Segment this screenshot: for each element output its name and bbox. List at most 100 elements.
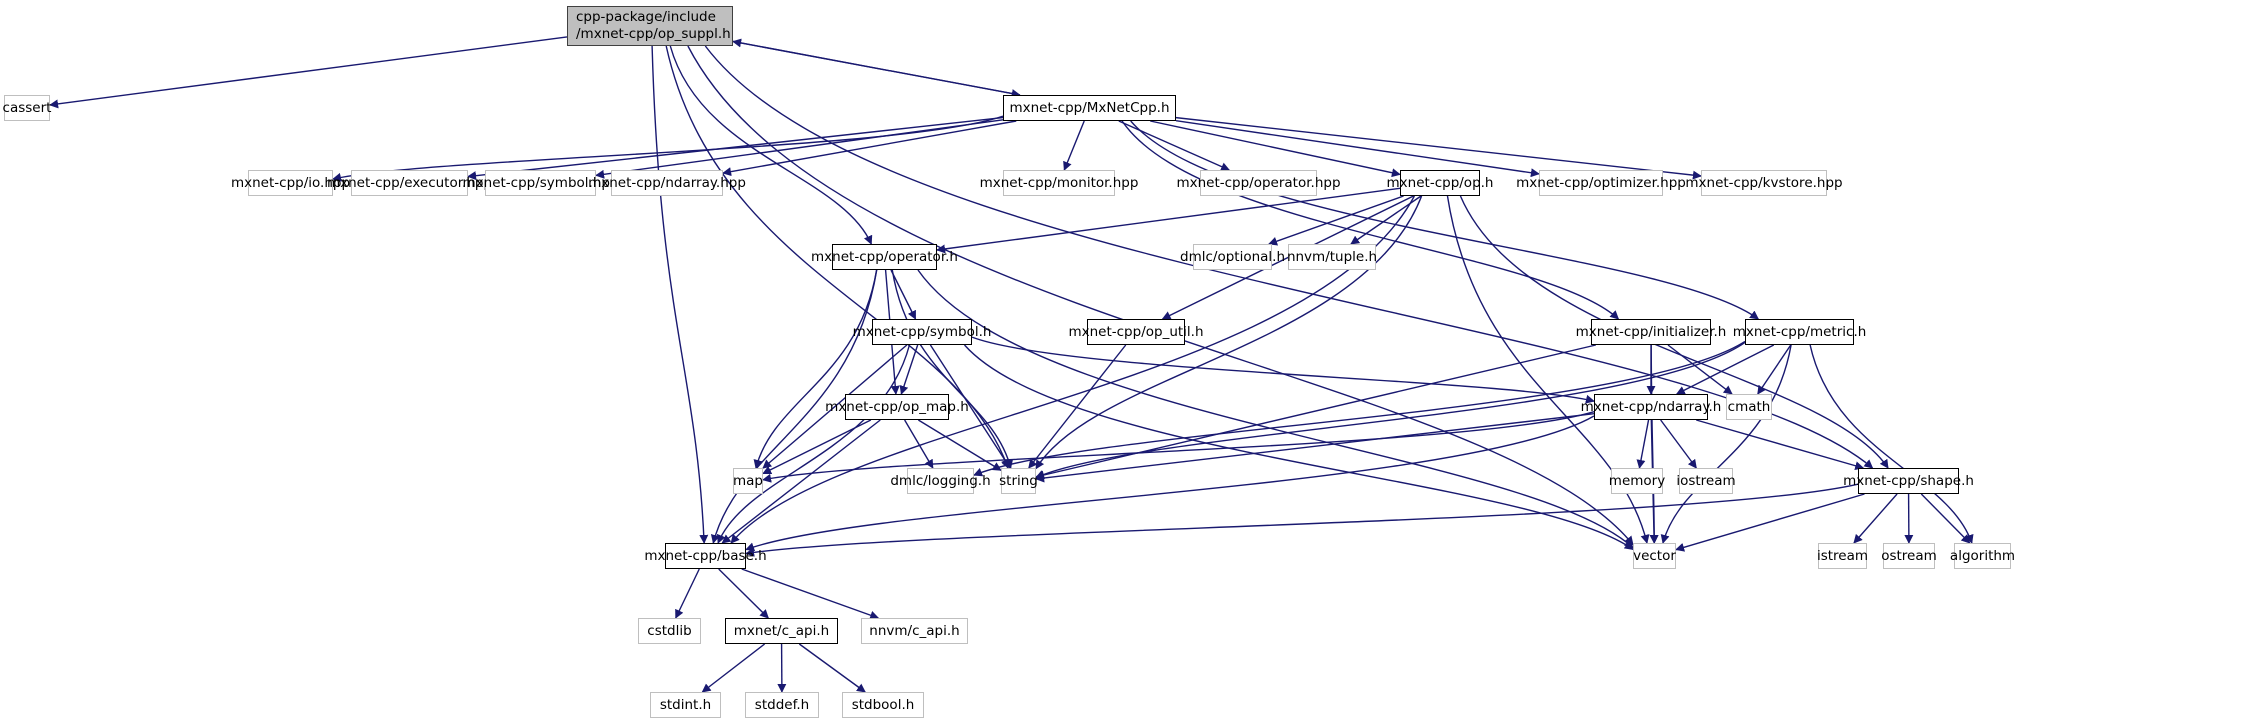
edge-op_suppl-to-base_h xyxy=(651,45,709,544)
node-base-h[interactable]: mxnet-cpp/base.h xyxy=(644,543,767,569)
node-ndarray-h[interactable]: mxnet-cpp/ndarray.h xyxy=(1581,394,1721,420)
edge-symbol_h-to-map xyxy=(762,344,908,469)
edge-base_h-to-nnvm_c_api xyxy=(741,568,880,620)
edge-op_map_h-to-base_h xyxy=(721,419,881,544)
edge-metric_h-to-cmath xyxy=(1757,344,1792,395)
edge-metric_h-to-algorithm xyxy=(1809,344,1974,544)
edge-MxNetCpp-to-symbol_hpp xyxy=(595,119,1004,179)
edge-op_h-to-shape_h xyxy=(1459,195,1889,469)
edge-MxNetCpp-to-op_h xyxy=(1150,120,1401,178)
node-kvstore-hpp[interactable]: mxnet-cpp/kvstore.hpp xyxy=(1685,170,1843,196)
node-stddef-h[interactable]: stddef.h xyxy=(745,692,819,718)
node-symbol-h[interactable]: mxnet-cpp/symbol.h xyxy=(853,319,991,345)
node-label-line-2: /mxnet-cpp/op_suppl.h xyxy=(576,26,731,42)
edge-shape_h-to-istream xyxy=(1853,493,1898,544)
node-optimizer-hpp[interactable]: mxnet-cpp/optimizer.hpp xyxy=(1516,170,1686,196)
edge-metric_h-to-ndarray_h xyxy=(1675,344,1775,395)
edge-op_util_h-to-string xyxy=(1028,344,1127,469)
node-string[interactable]: string xyxy=(999,468,1038,494)
node-cmath[interactable]: cmath xyxy=(1726,394,1772,420)
node-executor-hpp[interactable]: mxnet-cpp/executor.hpp xyxy=(327,170,492,196)
node-operator-h[interactable]: mxnet-cpp/operator.h xyxy=(811,244,958,270)
node-nnvm-tuple-h[interactable]: nnvm/tuple.h xyxy=(1287,244,1377,270)
node-io-hpp[interactable]: mxnet-cpp/io.hpp xyxy=(231,170,350,196)
edge-op_map_h-to-map xyxy=(762,419,872,475)
edge-op_map_h-to-dmlc_logging xyxy=(904,419,934,469)
node-iostream[interactable]: iostream xyxy=(1676,468,1736,494)
edge-ndarray_h-to-map xyxy=(762,411,1595,483)
edge-op_h-to-operator_h xyxy=(936,187,1401,254)
node-memory[interactable]: memory xyxy=(1609,468,1665,494)
edge-MxNetCpp-to-metric_h xyxy=(1130,120,1760,320)
edge-operator_h-to-string xyxy=(891,269,1014,469)
node-op-suppl-h[interactable]: cpp-package/include /mxnet-cpp/op_suppl.… xyxy=(567,6,733,46)
node-cstdlib[interactable]: cstdlib xyxy=(638,618,701,644)
edge-initializer_h-to-cmath xyxy=(1667,344,1733,395)
edge-base_h-to-cstdlib xyxy=(675,568,700,619)
edge-MxNetCpp-to-kvstore_hpp xyxy=(1175,116,1702,180)
edge-operator_h-to-vector xyxy=(917,269,1634,549)
edge-symbol_h-to-vector xyxy=(963,344,1634,550)
edge-MxNetCpp-to-monitor_hpp xyxy=(1063,120,1085,171)
edge-ndarray_h-to-base_h xyxy=(745,415,1595,552)
node-monitor-hpp[interactable]: mxnet-cpp/monitor.hpp xyxy=(980,170,1138,196)
edge-ndarray_h-to-memory xyxy=(1636,419,1650,469)
edge-c_api_h-to-stdbool xyxy=(798,643,866,693)
edge-op_map_h-to-string xyxy=(917,419,1002,471)
edge-symbol_h-to-base_h xyxy=(717,344,911,544)
node-metric-h[interactable]: mxnet-cpp/metric.h xyxy=(1733,319,1866,345)
edge-MxNetCpp-to-ndarray_hpp xyxy=(722,120,1017,177)
node-symbol-hpp[interactable]: mxnet-cpp/symbol.hpp xyxy=(463,170,619,196)
edge-metric_h-to-vector xyxy=(1660,344,1792,544)
node-op-h[interactable]: mxnet-cpp/op.h xyxy=(1387,170,1493,196)
node-mxnet-c-api-h[interactable]: mxnet/c_api.h xyxy=(725,618,838,644)
edge-c_api_h-to-stdint xyxy=(701,643,766,693)
node-stdint-h[interactable]: stdint.h xyxy=(650,692,721,718)
node-cassert[interactable]: cassert xyxy=(3,95,51,121)
edge-symbol_h-to-ndarray_h xyxy=(971,336,1595,404)
edge-op_suppl-to-cassert xyxy=(49,36,568,109)
edge-metric_h-to-dmlc_logging xyxy=(973,340,1746,477)
node-label-line-1: cpp-package/include xyxy=(576,9,716,25)
node-istream[interactable]: istream xyxy=(1817,543,1868,569)
node-ndarray-hpp[interactable]: mxnet-cpp/ndarray.hpp xyxy=(588,170,746,196)
edge-shape_h-to-vector xyxy=(1675,493,1865,552)
edge-MxNetCpp-to-operator_hpp xyxy=(1118,120,1231,171)
edge-symbol_h-to-op_map_h xyxy=(899,344,919,395)
edge-ndarray_h-to-shape_h xyxy=(1696,419,1865,471)
edge-MxNetCpp-to-optimizer_hpp xyxy=(1175,119,1540,178)
node-op-map-h[interactable]: mxnet-cpp/op_map.h xyxy=(825,394,969,420)
edge-op_h-to-dmlc_optional xyxy=(1268,195,1404,246)
edge-initializer_h-to-string xyxy=(1035,344,1596,480)
edge-shape_h-to-algorithm xyxy=(1920,493,1971,544)
node-dmlc-optional-h[interactable]: dmlc/optional.h xyxy=(1180,244,1285,270)
edge-operator_h-to-base_h xyxy=(710,269,878,544)
node-dmlc-logging-h[interactable]: dmlc/logging.h xyxy=(890,468,991,494)
node-shape-h[interactable]: mxnet-cpp/shape.h xyxy=(1843,468,1974,494)
edge-shape_h-to-base_h xyxy=(745,483,1859,557)
edge-ndarray_h-to-string xyxy=(1035,412,1595,483)
node-ostream[interactable]: ostream xyxy=(1881,543,1937,569)
edge-symbol_h-to-string xyxy=(929,344,1011,469)
edge-op_h-to-nnvm_tuple xyxy=(1350,195,1422,245)
edge-metric_h-to-string xyxy=(1035,341,1746,479)
node-stdbool-h[interactable]: stdbool.h xyxy=(842,692,924,718)
edge-MxNetCpp-to-executor_hpp xyxy=(467,116,1004,181)
edge-op_suppl-to-operator_h xyxy=(669,45,873,245)
node-op-util-h[interactable]: mxnet-cpp/op_util.h xyxy=(1068,319,1204,345)
edge-operator_h-to-map xyxy=(753,269,878,469)
node-mxnetcpp-h[interactable]: mxnet-cpp/MxNetCpp.h xyxy=(1003,95,1176,121)
node-vector[interactable]: vector xyxy=(1633,543,1676,569)
edge-op_h-to-string xyxy=(1035,195,1423,470)
edge-MxNetCpp-to-initializer_h xyxy=(1121,120,1620,320)
node-operator-hpp[interactable]: mxnet-cpp/operator.hpp xyxy=(1176,170,1341,196)
edge-ndarray_h-to-iostream xyxy=(1660,419,1697,469)
node-algorithm[interactable]: algorithm xyxy=(1950,543,2015,569)
node-map[interactable]: map xyxy=(733,468,763,494)
edge-base_h-to-c_api_h xyxy=(718,568,769,619)
node-initializer-h[interactable]: mxnet-cpp/initializer.h xyxy=(1576,319,1726,345)
edge-MxNetCpp-to-op_suppl xyxy=(732,38,1020,96)
node-nnvm-c-api-h[interactable]: nnvm/c_api.h xyxy=(861,618,968,644)
